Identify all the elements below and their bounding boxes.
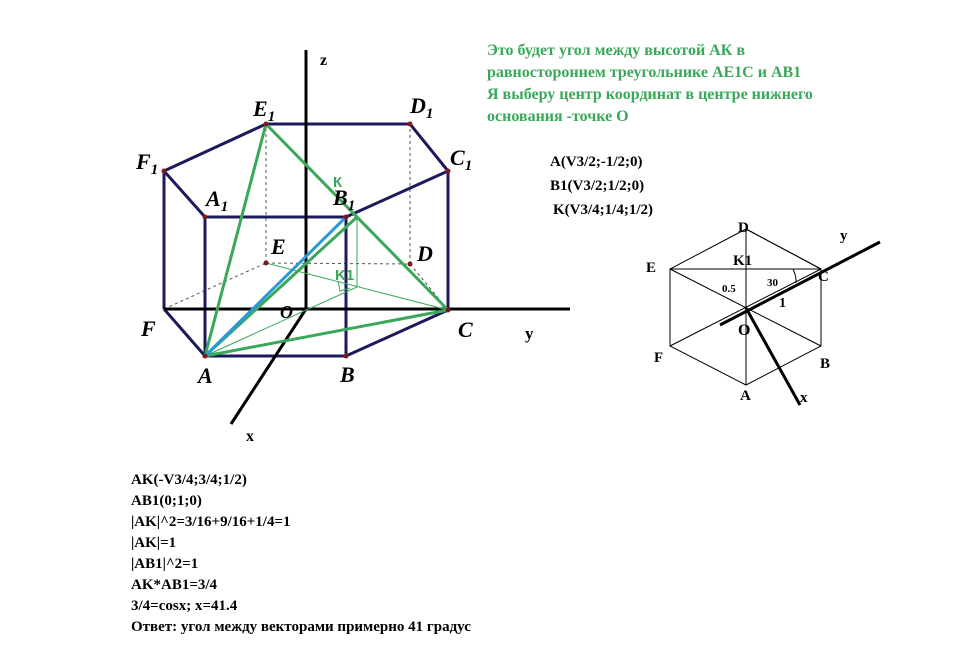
label-f1: F1 — [135, 149, 158, 178]
angle-arc — [792, 268, 797, 284]
axes — [164, 50, 570, 425]
note-line: Я выберу центр координат в центре нижнег… — [487, 86, 813, 103]
point-b1 — [343, 214, 349, 220]
hex-label-angle: 30 — [767, 277, 779, 289]
label-z: z — [320, 52, 327, 69]
hex-label-d: D — [738, 220, 749, 236]
label-c: C — [458, 317, 473, 342]
edge-a1-f1 — [162, 170, 207, 218]
note-line: равностороннем треугольнике АЕ1С и АВ1 — [487, 64, 802, 81]
calc-line: |AK|=1 — [131, 535, 177, 551]
hexagon-diagram: D E K1 y C 0.5 30 1 O F B A x — [646, 220, 881, 406]
edge-f1-e1 — [163, 122, 267, 173]
point-f1 — [161, 168, 167, 174]
edge-f-a — [162, 308, 207, 357]
label-e: E — [270, 234, 286, 259]
label-b1: B1 — [332, 185, 355, 214]
point-d1 — [407, 121, 413, 127]
hex-label-k1: K1 — [733, 253, 752, 269]
green-a-e1 — [203, 123, 268, 357]
point-c — [445, 307, 451, 313]
label-o: O — [280, 302, 293, 322]
edge-d1-c1 — [408, 123, 450, 172]
label-x: x — [246, 428, 254, 445]
calculation-block: AK(-V3/4;3/4;1/2) AB1(0;1;0) |AK|^2=3/16… — [131, 470, 471, 638]
hex-label-b: B — [820, 356, 830, 372]
hex-label-a: A — [740, 388, 751, 404]
label-b: B — [339, 362, 355, 387]
point-coordinates: A(V3/2;-1/2;0) B1(V3/2;1/2;0) K(V3/4;1/4… — [550, 150, 653, 222]
label-y: y — [525, 324, 534, 343]
vertex-points — [161, 121, 451, 359]
note-line: Это будет угол между высотой АК в — [487, 42, 745, 59]
label-f: F — [140, 316, 156, 341]
calc-line: AB1(0;1;0) — [131, 493, 202, 509]
right-angle-mark — [337, 280, 351, 292]
hex-label-o: O — [738, 322, 750, 339]
hex-label-y: y — [840, 228, 848, 244]
green-a-k1 — [204, 286, 358, 357]
label-a1: A1 — [204, 186, 228, 215]
label-d1: D1 — [409, 93, 433, 122]
point-d — [407, 261, 413, 267]
note-line: основания -точке О — [487, 108, 629, 125]
hex-label-one: 1 — [779, 296, 786, 311]
hex-label-f: F — [654, 350, 663, 366]
edge-e-d — [265, 262, 411, 265]
hexagon-diagonals — [669, 228, 822, 385]
label-e1: E1 — [252, 96, 275, 125]
calc-line: |AB1|^2=1 — [131, 556, 199, 572]
label-k1: K1 — [335, 267, 354, 284]
edge-f-e — [163, 262, 267, 310]
hex-diag-d-c — [745, 228, 822, 270]
hex-x-axis — [744, 307, 802, 406]
coord-k: K(V3/4;1/4;1/2) — [553, 202, 653, 218]
visible-edges — [162, 122, 450, 358]
calc-line: |AK|^2=3/16+9/16+1/4=1 — [131, 514, 291, 530]
calc-line: AK*AB1=3/4 — [131, 577, 218, 593]
answer-line: Ответ: угол между векторами примерно 41 … — [131, 619, 471, 635]
hex-label-e: E — [646, 260, 656, 276]
point-e1 — [263, 121, 269, 127]
prism-labels: z y x E1 D1 F1 C1 A1 B1 E D F O C A B К … — [135, 52, 534, 445]
blue-a-b1 — [203, 215, 348, 358]
calc-line: AK(-V3/4;3/4;1/2) — [131, 472, 247, 488]
coord-b1: B1(V3/2;1/2;0) — [550, 178, 645, 194]
point-e — [263, 260, 269, 266]
coord-a: A(V3/2;-1/2;0) — [550, 154, 643, 170]
calc-line: 3/4=cosx; x=41.4 — [131, 598, 238, 614]
hex-label-c: C — [818, 269, 829, 285]
point-a1 — [202, 214, 208, 220]
label-d: D — [416, 241, 433, 266]
x-axis — [229, 308, 308, 425]
point-c1 — [445, 168, 451, 174]
hex-label-half: 0.5 — [722, 283, 736, 295]
hex-label-x: x — [800, 390, 808, 406]
edge-b-c — [345, 308, 449, 358]
point-a — [202, 353, 208, 359]
label-c1: C1 — [450, 145, 472, 174]
explanation-note: Это будет угол между высотой АК в равнос… — [487, 40, 813, 128]
point-b — [343, 353, 349, 359]
green-a-c — [204, 308, 449, 358]
edge-c1-b1 — [345, 169, 449, 219]
label-a: A — [196, 363, 213, 388]
label-k: К — [333, 174, 343, 191]
